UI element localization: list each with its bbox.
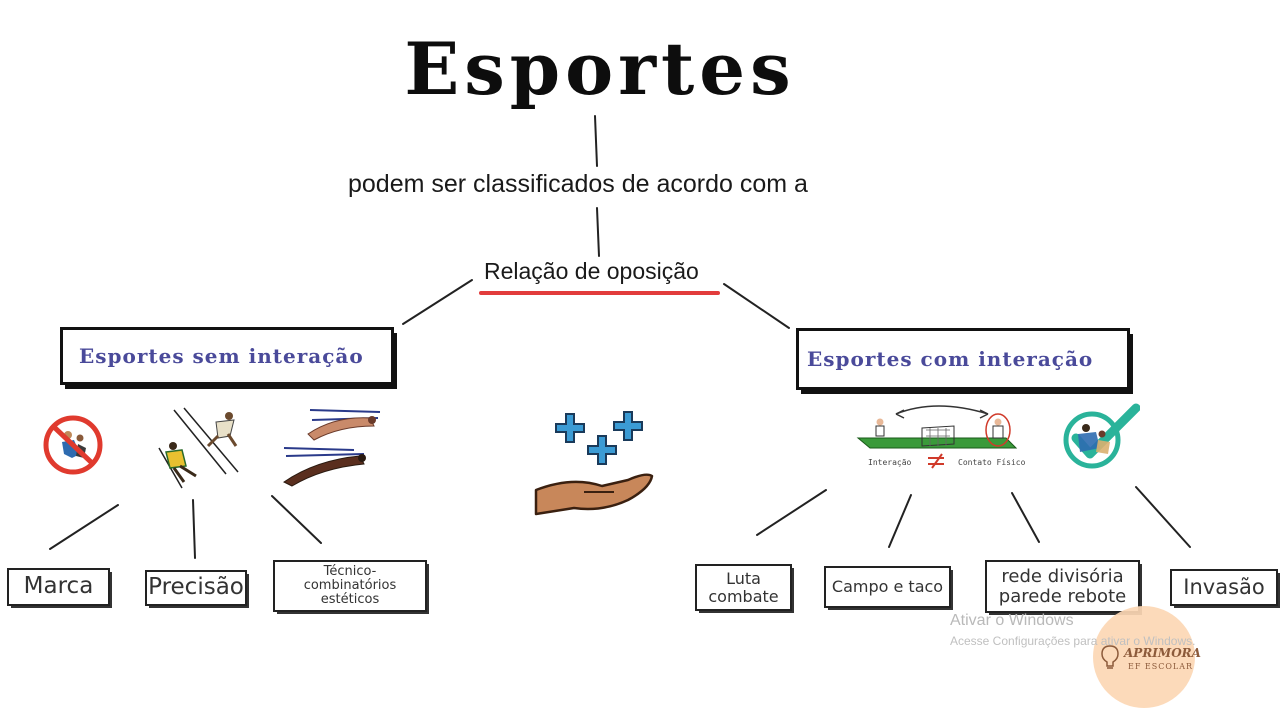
leaf-rede-parede: rede divisória parede rebote bbox=[985, 560, 1140, 613]
logo-tagline: EF ESCOLAR bbox=[1128, 662, 1194, 671]
leaf-campo-e-taco: Campo e taco bbox=[824, 566, 951, 608]
category-without-interaction-label: Esportes sem interação bbox=[79, 344, 364, 368]
leaf-invasao-label: Invasão bbox=[1183, 574, 1265, 599]
leaf-campo-label: Campo e taco bbox=[831, 577, 944, 597]
aprimora-logo bbox=[1093, 606, 1195, 708]
relation-label: Relação de oposição bbox=[484, 258, 699, 284]
lightbulb-icon bbox=[1101, 645, 1119, 669]
runners-lanes-icon bbox=[158, 407, 239, 489]
physical-contact-label: Contato Físico bbox=[958, 458, 1026, 467]
relation-underline bbox=[479, 291, 720, 295]
diagram-subtitle: podem ser classificados de acordo com a bbox=[348, 170, 808, 198]
interaction-label: Interação bbox=[868, 458, 912, 467]
leaf-luta-line2: combate bbox=[708, 586, 779, 606]
leaf-tecnico-label: Técnico-combinatórios estéticos bbox=[303, 563, 397, 608]
category-with-interaction: Esportes com interação bbox=[796, 328, 1130, 390]
leaf-luta-line1: Luta bbox=[726, 568, 761, 588]
leaf-rede-line1: rede divisória bbox=[1001, 565, 1124, 587]
logo-name: APRIMORA bbox=[1124, 646, 1201, 660]
no-contact-sign-icon bbox=[43, 415, 103, 475]
windows-activation-subtitle: Acesse Configurações para ativar o Windo… bbox=[950, 634, 1196, 648]
diagram-title: Esportes bbox=[404, 26, 796, 111]
check-wrestlers-icon bbox=[1063, 403, 1140, 469]
leaf-tecnico-combinatorios: Técnico-combinatórios estéticos bbox=[273, 560, 427, 612]
leaf-luta-combate: Luta combate bbox=[695, 564, 792, 611]
leaf-invasao: Invasão bbox=[1170, 569, 1278, 606]
leaf-precisao-label: Precisão bbox=[148, 574, 244, 601]
leaf-precisao: Precisão bbox=[145, 570, 247, 606]
category-with-interaction-label: Esportes com interação bbox=[807, 347, 1094, 371]
leaf-marca: Marca bbox=[7, 568, 110, 606]
hand-with-plus-signs-icon bbox=[534, 411, 654, 516]
tennis-court-icon: Interação Contato Físico bbox=[856, 405, 1026, 469]
category-without-interaction: Esportes sem interação bbox=[60, 327, 394, 385]
swimmers-icon bbox=[283, 409, 381, 487]
leaf-rede-line2: parede rebote bbox=[998, 585, 1127, 607]
windows-activation-title: Ativar o Windows bbox=[950, 612, 1074, 629]
leaf-marca-label: Marca bbox=[23, 573, 94, 600]
